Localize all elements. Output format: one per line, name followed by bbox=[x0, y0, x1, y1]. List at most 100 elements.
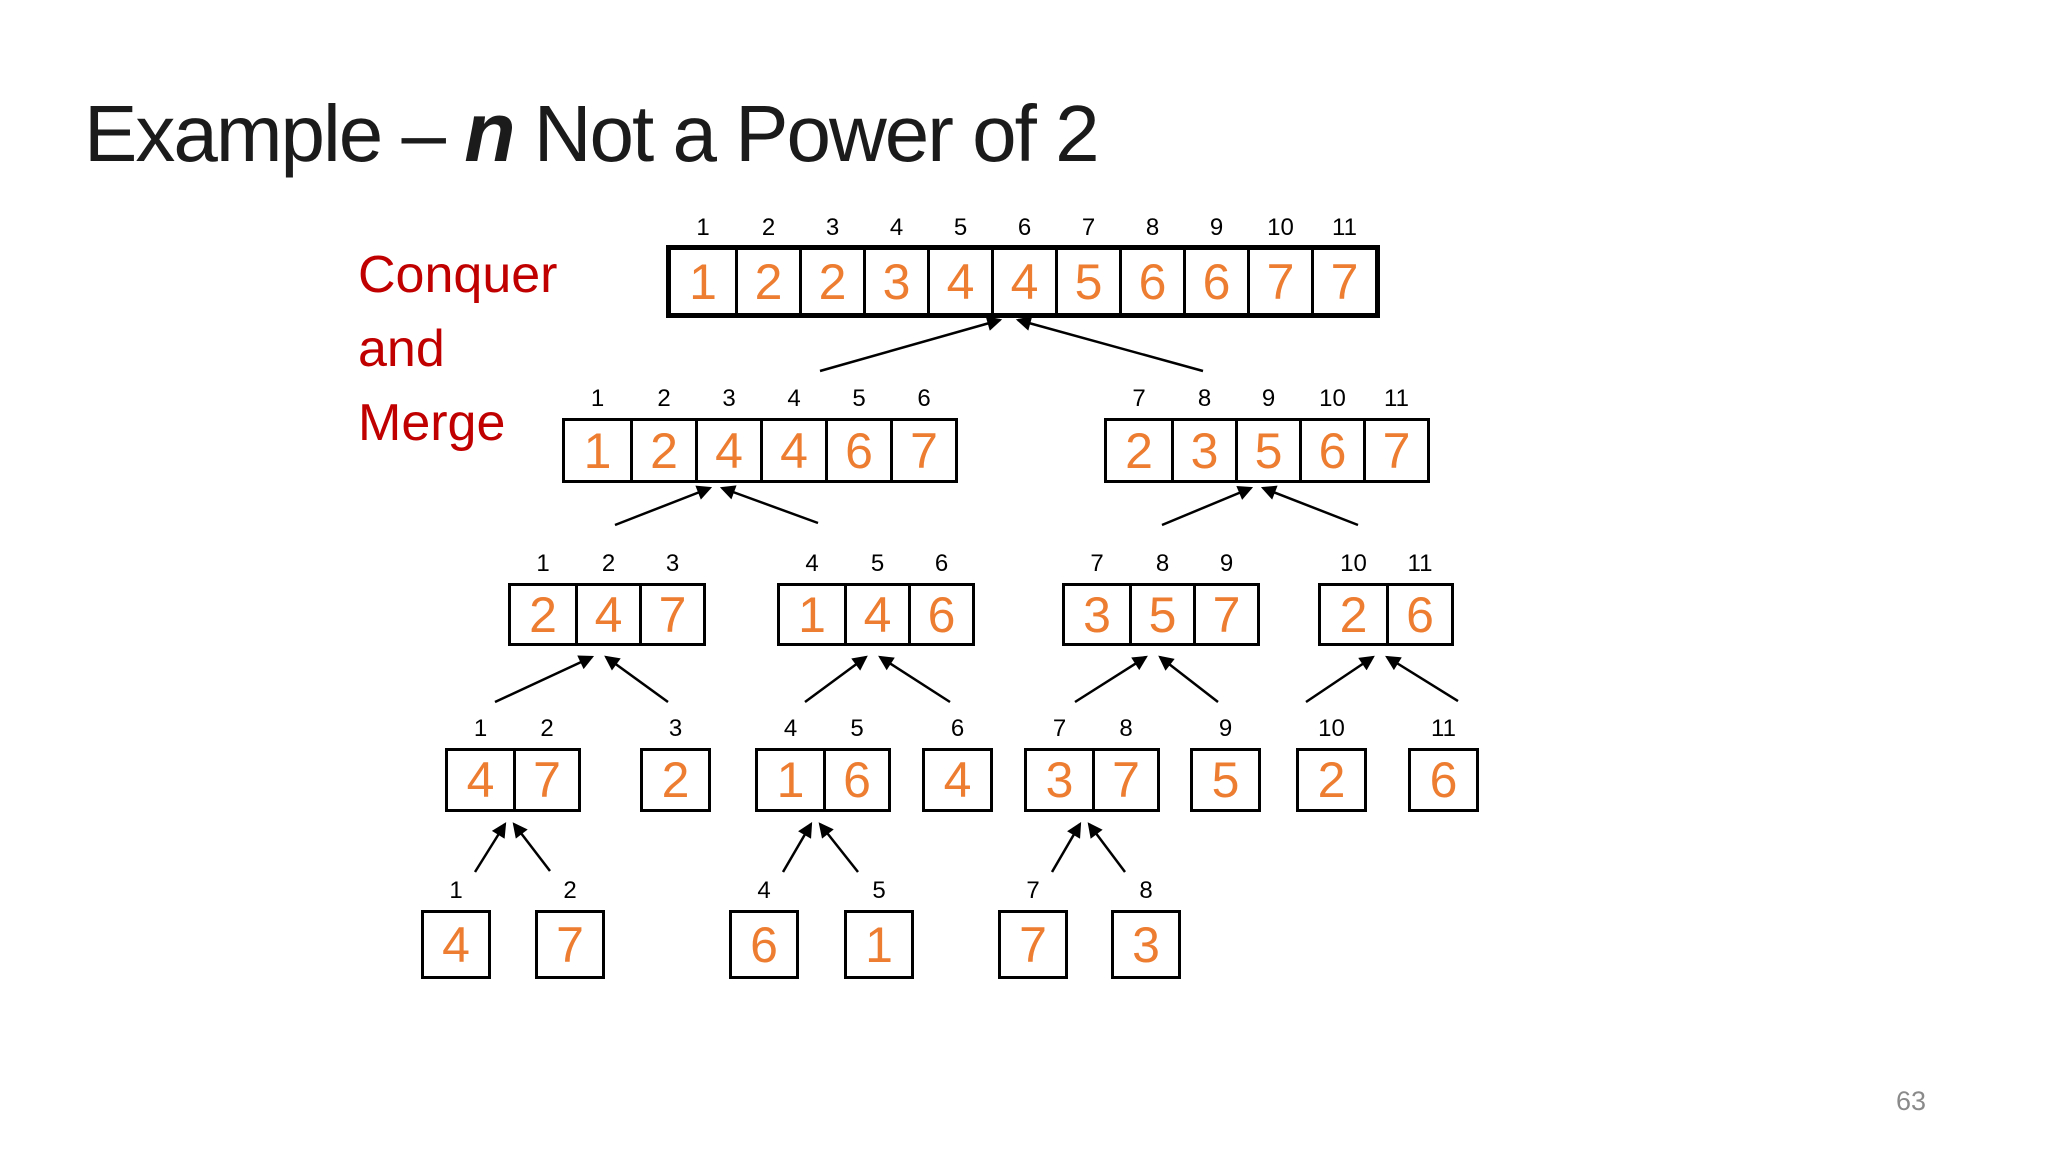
cell-value: 1 bbox=[583, 422, 612, 479]
merge-arrow bbox=[473, 822, 507, 873]
index-label: 11 bbox=[1332, 214, 1357, 241]
annotation-line: Conquer bbox=[358, 246, 558, 304]
cell-value: 1 bbox=[798, 586, 826, 643]
slide-title: Example – n Not a Power of 2 bbox=[84, 84, 1100, 181]
index-label: 1 bbox=[449, 877, 463, 904]
index-label: 2 bbox=[540, 715, 554, 742]
index-label: 8 bbox=[1145, 214, 1160, 241]
cell-value: 4 bbox=[943, 752, 972, 808]
cell-value: 2 bbox=[1317, 752, 1346, 808]
index-label: 9 bbox=[1219, 550, 1234, 577]
index-label: 7 bbox=[1026, 877, 1040, 904]
cell-value: 6 bbox=[843, 752, 871, 808]
cell-value: 6 bbox=[927, 586, 956, 643]
cell-value: 7 bbox=[1212, 586, 1241, 643]
merge-arrow bbox=[1385, 655, 1459, 703]
conquer-and-merge-label: Conquer and Merge bbox=[358, 238, 557, 460]
merge-arrow bbox=[818, 822, 859, 873]
cell-value: 3 bbox=[1083, 586, 1111, 643]
index-label: 8 bbox=[1197, 385, 1212, 412]
cell-value: 2 bbox=[754, 253, 783, 310]
index-label: 1 bbox=[696, 214, 710, 241]
cell-value: 4 bbox=[715, 422, 743, 479]
merge-arrow bbox=[719, 485, 819, 525]
cell-value: 1 bbox=[776, 752, 805, 808]
index-label: 10 bbox=[1267, 214, 1294, 241]
cell-value: 7 bbox=[910, 422, 938, 479]
merge-arrow bbox=[614, 485, 713, 527]
merge-arrow bbox=[1305, 655, 1375, 704]
index-label: 6 bbox=[917, 385, 931, 412]
index-label: 11 bbox=[1384, 385, 1409, 412]
cell-value: 2 bbox=[529, 586, 557, 643]
cell-value: 5 bbox=[1211, 752, 1240, 808]
annotation-line: Merge bbox=[358, 394, 506, 452]
cell-value: 4 bbox=[466, 752, 495, 808]
cell-value: 5 bbox=[1074, 253, 1103, 310]
merge-arrow bbox=[878, 655, 951, 704]
index-label: 3 bbox=[825, 214, 840, 241]
cell-value: 4 bbox=[442, 916, 470, 973]
index-label: 5 bbox=[870, 550, 885, 577]
title-suffix: Not a Power of 2 bbox=[513, 88, 1100, 178]
cell-value: 2 bbox=[1339, 586, 1368, 643]
index-label: 1 bbox=[590, 385, 605, 412]
index-label: 2 bbox=[657, 385, 671, 412]
index-label: 4 bbox=[757, 877, 771, 904]
cell-value: 7 bbox=[1112, 752, 1140, 808]
index-label: 8 bbox=[1119, 715, 1133, 742]
page-number: 63 bbox=[1896, 1086, 1927, 1116]
cell-value: 2 bbox=[650, 422, 678, 479]
cell-value: 7 bbox=[1019, 916, 1047, 973]
cell-value: 3 bbox=[1190, 422, 1219, 479]
index-label: 3 bbox=[665, 550, 680, 577]
annotation-line: and bbox=[358, 320, 445, 378]
cell-value: 2 bbox=[818, 253, 847, 310]
title-prefix: Example – bbox=[84, 88, 465, 178]
index-label: 7 bbox=[1090, 550, 1104, 577]
merge-arrow bbox=[1087, 822, 1126, 873]
cell-value: 2 bbox=[1125, 422, 1153, 479]
merge-arrow bbox=[804, 655, 868, 704]
cell-value: 4 bbox=[1010, 253, 1039, 310]
cell-value: 6 bbox=[1406, 586, 1434, 643]
cell-value: 6 bbox=[1429, 752, 1458, 808]
